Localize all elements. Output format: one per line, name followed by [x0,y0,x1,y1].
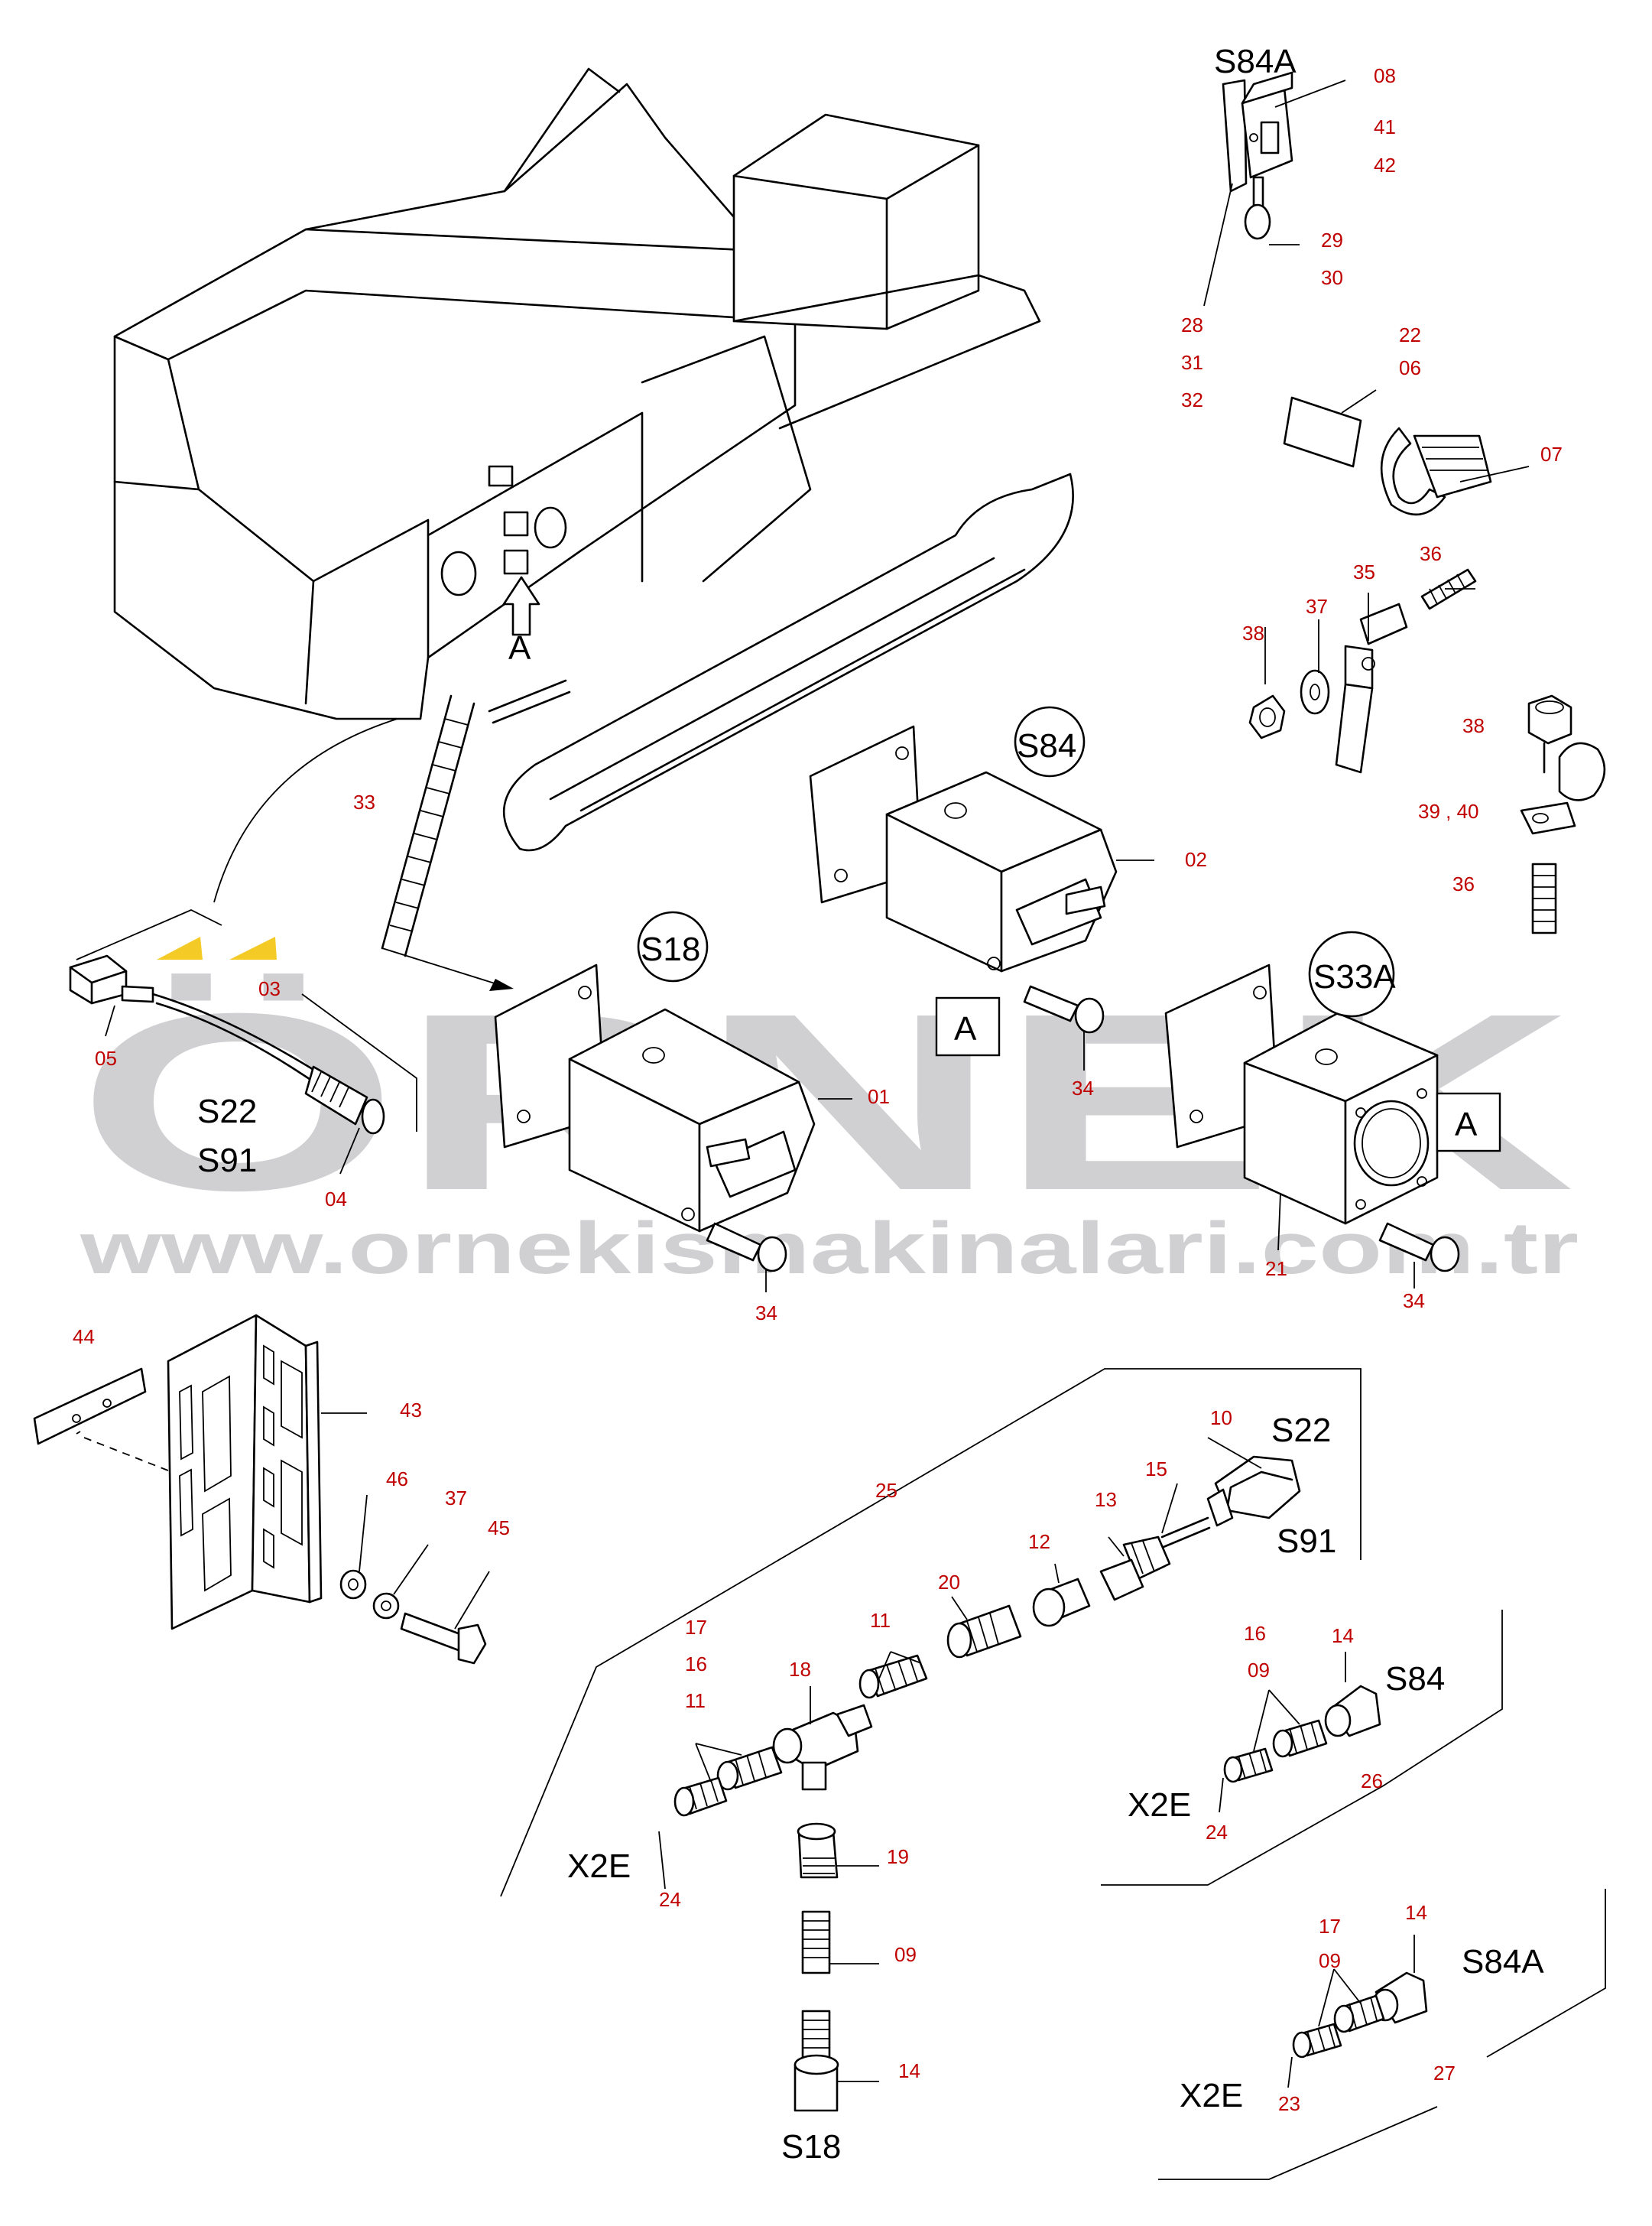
box-a-1 [935,996,1001,1057]
part-number-37-top: 37 [1306,595,1328,618]
part-number-17-kit27: 17 [1319,1915,1341,1938]
part-number-20: 20 [938,1571,960,1594]
label-s84a-kit: S84A [1462,1943,1544,1981]
part-number-24-main: 24 [659,1888,681,1911]
part-number-34-s33a: 34 [1403,1289,1425,1312]
part-number-19: 19 [887,1845,909,1868]
label-x2e-kit26: X2E [1128,1786,1191,1824]
part-number-13: 13 [1095,1488,1117,1511]
label-box-a-1: A [954,1010,977,1048]
wiring-kit-26-drawing [1101,1610,1503,1886]
part-number-21: 21 [1265,1257,1287,1280]
part-number-08: 08 [1374,64,1396,87]
part-number-11-lower: 11 [685,1689,706,1712]
part-number-46: 46 [386,1467,408,1490]
label-s84a-top: S84A [1214,43,1297,80]
part-number-44: 44 [73,1325,95,1348]
part-number-29: 29 [1321,229,1343,252]
label-s84: S84 [1017,727,1076,765]
watermark-url: www.ornekismakinalari.com.tr [80,1207,1579,1289]
part-number-12: 12 [1028,1530,1050,1553]
label-s33a: S33A [1313,958,1396,996]
part-number-22: 22 [1399,323,1421,346]
label-box-a-2: A [1455,1106,1478,1143]
part-number-16-main: 16 [685,1652,707,1675]
part-number-07: 07 [1540,443,1563,466]
label-x2e-main: X2E [567,1847,631,1885]
cable-tie-drawing [1283,389,1530,516]
part-number-35: 35 [1353,561,1375,583]
part-number-39-40: 39 , 40 [1418,800,1479,823]
part-number-09-kit26: 09 [1248,1659,1270,1682]
label-x2e-kit27: X2E [1180,2077,1243,2114]
part-number-15: 15 [1145,1457,1167,1480]
wiring-kit-27-drawing [1158,1889,1606,2180]
part-number-10: 10 [1210,1406,1232,1429]
part-number-05: 05 [95,1047,117,1070]
part-number-36-right: 36 [1452,873,1475,895]
bracket-hardware-drawing [1248,568,1477,774]
part-number-36-top: 36 [1420,542,1442,565]
part-number-24-kit26: 24 [1206,1821,1228,1844]
part-number-25: 25 [875,1479,897,1502]
mounting-channel-drawing [33,1314,490,1665]
part-number-14-main: 14 [898,2059,920,2082]
part-number-03: 03 [258,977,281,1000]
label-s18-bottom: S18 [781,2128,841,2166]
part-number-11-upper: 11 [870,1609,891,1632]
part-number-26: 26 [1361,1769,1383,1792]
part-number-23: 23 [1278,2092,1300,2115]
part-number-04: 04 [325,1188,347,1210]
screw-34c-drawing [1378,1222,1460,1288]
label-s22-right: S22 [1271,1412,1331,1449]
wiring-kit-25-drawing [500,1368,1362,2112]
part-number-02: 02 [1185,848,1207,871]
label-s18: S18 [641,931,700,968]
part-number-38-right: 38 [1462,714,1485,737]
part-number-33: 33 [353,791,375,814]
part-number-41: 41 [1374,115,1396,138]
part-number-32: 32 [1181,388,1203,411]
part-number-09-main: 09 [894,1943,917,1966]
label-s91-left: S91 [197,1142,257,1179]
switch-box-s84-drawing [809,706,1154,973]
part-number-37-bottom: 37 [445,1487,467,1509]
label-s91-right: S91 [1277,1522,1336,1560]
part-number-01: 01 [868,1085,890,1108]
screw-34a-drawing [1023,985,1105,1071]
part-number-27: 27 [1433,2062,1456,2085]
clamp-drawing [1520,694,1606,934]
part-number-17-main: 17 [685,1616,707,1639]
watermark-accent-left [157,937,203,960]
part-number-09-kit27: 09 [1319,1949,1341,1972]
switch-box-s33a-drawing [1164,931,1439,1251]
part-number-06: 06 [1399,356,1421,379]
part-number-18: 18 [789,1658,811,1681]
part-number-34-s84: 34 [1072,1077,1094,1100]
watermark-accent-right [229,937,277,960]
excavator-drawing: A [113,67,1074,991]
box-a-2 [1436,1092,1501,1152]
part-number-42: 42 [1374,154,1396,177]
part-number-28: 28 [1181,314,1203,336]
view-a-label: A [508,629,531,667]
part-number-14-kit26: 14 [1332,1624,1354,1647]
part-number-45: 45 [488,1516,510,1539]
part-number-16-kit26: 16 [1244,1622,1266,1645]
label-s84-kit: S84 [1385,1660,1445,1698]
label-s22-left: S22 [197,1093,257,1130]
part-number-38-left: 38 [1242,622,1264,645]
screw-34b-drawing [706,1222,787,1292]
part-number-34-s18: 34 [755,1301,777,1324]
switch-s84a-drawing [1203,71,1346,307]
part-number-43: 43 [400,1399,422,1422]
part-number-14-kit27: 14 [1405,1901,1427,1924]
sensor-s22-drawing [69,909,417,1175]
switch-box-s18-drawing [494,911,852,1233]
part-number-31: 31 [1181,351,1203,374]
part-number-30: 30 [1321,266,1343,289]
